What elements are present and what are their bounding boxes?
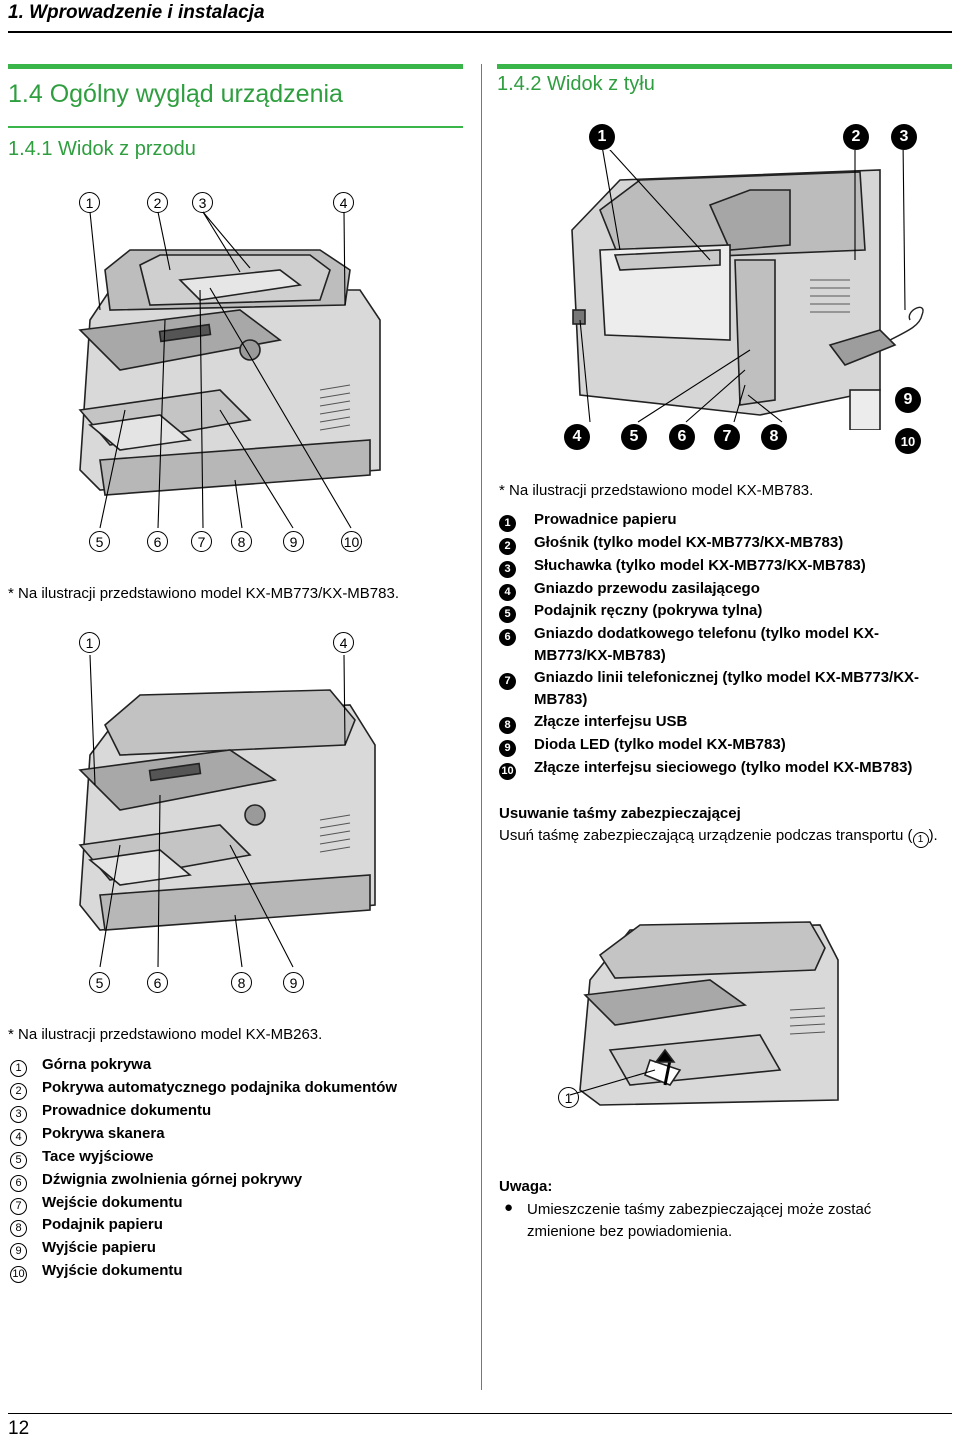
fig2-callout-6: 6: [147, 972, 168, 993]
fig1-callout-9: 9: [283, 531, 304, 552]
legend-callout: 5: [10, 1151, 27, 1169]
fig1-callout-6: 6: [147, 531, 168, 552]
fig2-note: * Na ilustracji przedstawiono model KX-M…: [8, 1026, 323, 1043]
fig1-callout-2: 2: [147, 192, 168, 213]
fig1-callout-5: 5: [89, 531, 110, 552]
subsection-title-front: 1.4.1 Widok z przodu: [8, 138, 196, 160]
back-callout-9: 9: [895, 387, 921, 413]
tape-fig-callout: 1: [558, 1087, 579, 1108]
legend-callout: 2: [499, 537, 516, 555]
legend-callout: 7: [10, 1197, 27, 1215]
tape-heading: Usuwanie taśmy zabezpieczającej: [499, 805, 741, 822]
fig1-note: * Na ilustracji przedstawiono model KX-M…: [8, 585, 400, 602]
fig2-callout-1: 1: [79, 632, 100, 653]
legend-callout: 8: [10, 1219, 27, 1237]
legend-callout: 7: [499, 672, 516, 690]
tape-removal-illustration: [570, 921, 839, 1106]
front-view-illustration: [78, 211, 381, 529]
note-bullet-dot: ●: [504, 1199, 514, 1216]
subsection-title-back: 1.4.2 Widok z tyłu: [497, 73, 655, 95]
legend-callout: 10: [499, 762, 516, 780]
legend-callout: 4: [499, 583, 516, 601]
legend-callout: 3: [499, 560, 516, 578]
fig1-callout-3: 3: [192, 192, 213, 213]
fig1-callout-7: 7: [191, 531, 212, 552]
footer-rule: [8, 1413, 952, 1414]
chapter-title: 1. Wprowadzenie i instalacja: [8, 2, 265, 23]
fig2-callout-8: 8: [231, 972, 252, 993]
back-callout-10: 10: [895, 428, 921, 454]
legend-callout: 5: [499, 605, 516, 623]
subsection-bar-back: [497, 64, 952, 69]
tape-inline-callout: 1: [912, 831, 929, 848]
section-bar: [8, 64, 463, 69]
header-rule: [8, 31, 952, 33]
legend-callout: 9: [10, 1242, 27, 1260]
legend-callout: 4: [10, 1128, 27, 1146]
fig2-callout-9: 9: [283, 972, 304, 993]
section-title: 1.4 Ogólny wygląd urządzenia: [8, 80, 343, 108]
legend-callout: 2: [10, 1082, 27, 1100]
front-view-mb263-illustration: [78, 655, 376, 968]
back-callout-3: 3: [891, 124, 917, 150]
back-callout-7: 7: [714, 424, 740, 450]
legend-callout: 8: [499, 716, 516, 734]
column-divider: [481, 64, 482, 1390]
legend-callout: 3: [10, 1105, 27, 1123]
fig1-callout-10: 10: [341, 531, 362, 552]
subsection-bar-front: [8, 126, 463, 128]
legend-callout: 10: [10, 1265, 27, 1283]
back-callout-4: 4: [564, 424, 590, 450]
fig2-callout-5: 5: [89, 972, 110, 993]
legend-callout: 6: [499, 628, 516, 646]
legend-callout: 1: [10, 1059, 27, 1077]
fig1-callout-8: 8: [231, 531, 252, 552]
back-callout-8: 8: [761, 424, 787, 450]
note-bullet-text: Umieszczenie taśmy zabezpieczającej może…: [527, 1201, 872, 1240]
back-view-illustration: [571, 150, 924, 430]
note-heading: Uwaga:: [499, 1178, 553, 1195]
legend-callout: 6: [10, 1174, 27, 1192]
back-fig-note: * Na ilustracji przedstawiono model KX-M…: [499, 482, 814, 499]
tape-instruction: Usuń taśmę zabezpieczającą urządzenie po…: [499, 827, 938, 848]
legend-callout: 1: [499, 514, 516, 532]
back-callout-2: 2: [843, 124, 869, 150]
legend-callout: 9: [499, 739, 516, 757]
back-callout-1: 1: [589, 124, 615, 150]
fig2-callout-4: 4: [333, 632, 354, 653]
back-callout-6: 6: [669, 424, 695, 450]
page-number: 12: [8, 1418, 30, 1439]
back-callout-5: 5: [621, 424, 647, 450]
